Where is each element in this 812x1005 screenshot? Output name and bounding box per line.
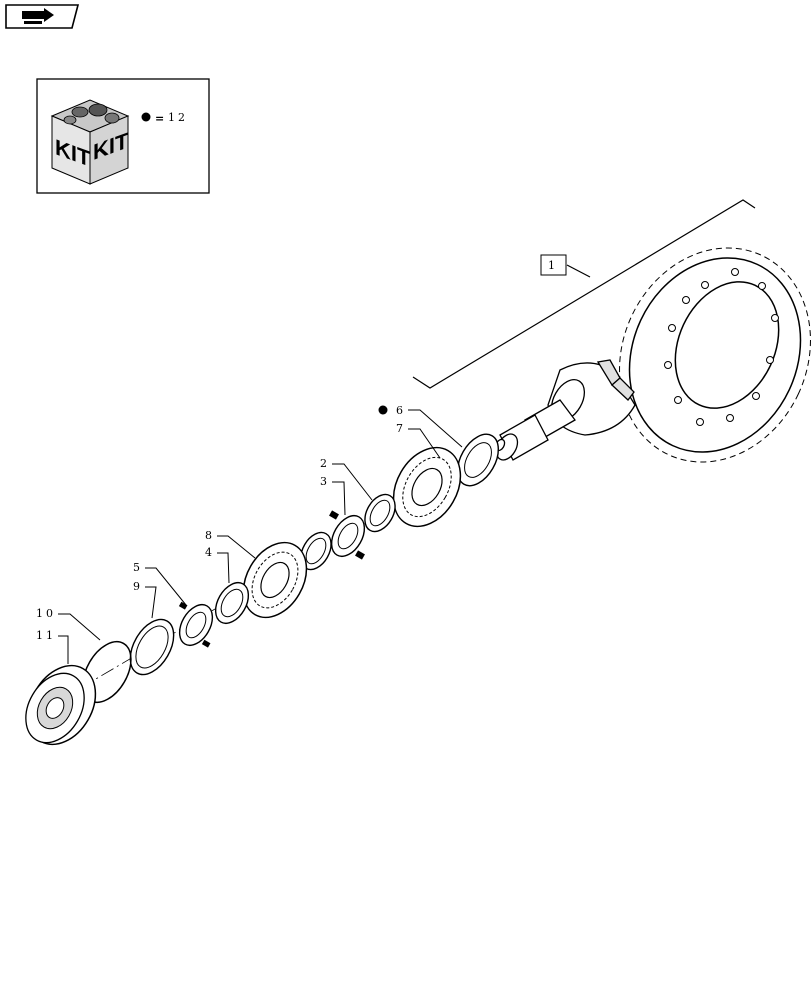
ring-4 [214,582,250,624]
callout-7: 7 [396,422,441,459]
svg-text:5: 5 [133,561,143,574]
bearing-7 [392,446,462,528]
pinion-shaft [494,359,636,461]
callout-6: 6 [378,404,463,448]
seal-ring-9 [129,618,175,676]
ring-gear [619,247,811,463]
svg-text:4: 4 [205,546,215,559]
callout-8: 8 [205,529,256,559]
callout-10: 10 [36,607,101,641]
page-navigation-icon[interactable] [5,4,80,29]
kit-box-icon: KIT KIT [50,99,130,185]
ring-2 [364,493,396,533]
shim-6 [456,433,500,487]
svg-text:3: 3 [320,475,330,488]
kit-legend-box: KIT KIT = 12 [36,78,210,194]
equals-sign: = [155,112,164,125]
callout-3: 3 [320,475,346,516]
spacer-ring [300,531,332,571]
bearing-8 [242,541,308,619]
nut-5 [178,601,214,648]
assembly-callout-1: 1 [540,254,567,276]
svg-text:7: 7 [396,422,406,435]
callout-4: 4 [205,546,230,584]
callout-5: 5 [133,561,187,606]
flange-11 [25,664,97,746]
nut-3 [329,510,366,560]
svg-text:1: 1 [548,259,555,272]
callout-2: 2 [320,457,373,501]
svg-text:11: 11 [36,629,56,642]
callout-9: 9 [133,580,157,619]
kit-reference-number: 12 [168,111,188,124]
filled-dot-icon [141,112,151,122]
svg-text:6: 6 [396,404,406,417]
svg-text:8: 8 [205,529,215,542]
svg-text:9: 9 [133,580,143,593]
assembly-bracket [412,199,756,389]
svg-text:2: 2 [320,457,330,470]
callout-11: 11 [36,629,69,664]
svg-text:10: 10 [36,607,56,620]
filled-dot-icon [378,405,388,415]
